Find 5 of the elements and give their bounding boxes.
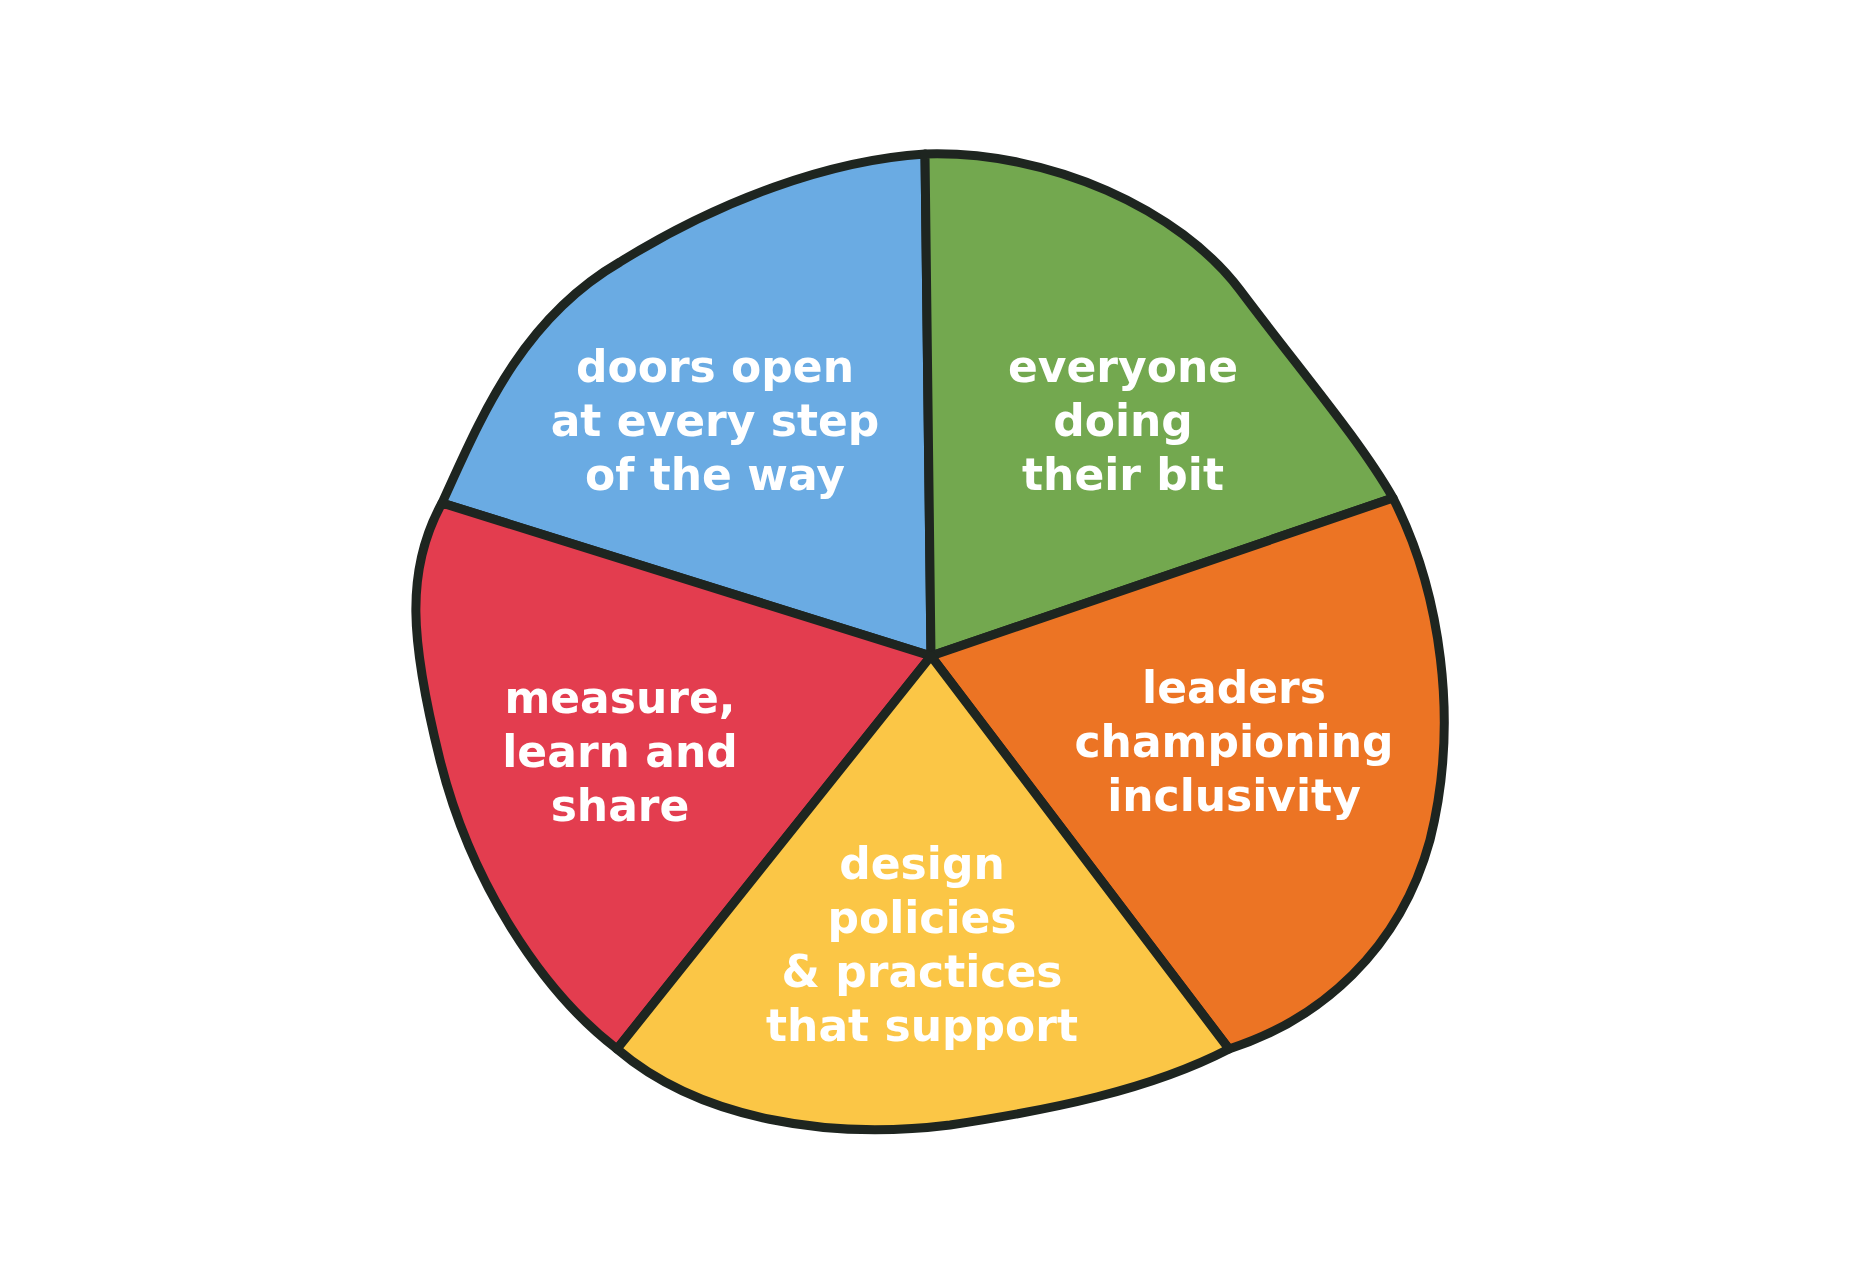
segment-label: measure, learn and share bbox=[502, 671, 738, 833]
segment-label: everyone doing their bit bbox=[1007, 340, 1239, 502]
segment-label: design policies & practices that support bbox=[766, 837, 1078, 1053]
segment-label: doors open at every step of the way bbox=[550, 340, 880, 502]
segment-label: leaders championing inclusivity bbox=[1074, 661, 1394, 823]
